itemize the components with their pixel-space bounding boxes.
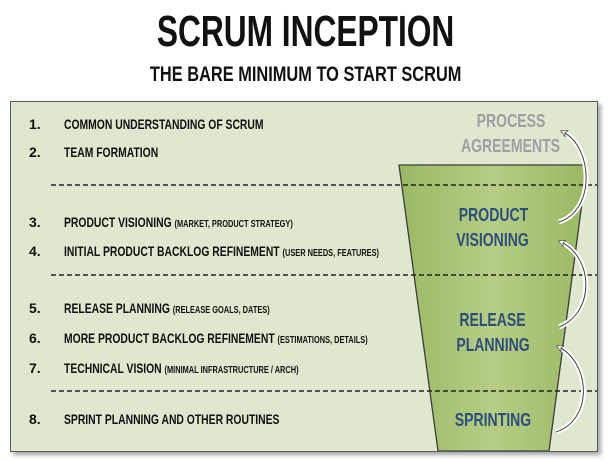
item-note: (RELEASE GOALS, DATES) — [172, 305, 270, 316]
item-number: 3. — [29, 214, 41, 230]
list-item-7: 7. TECHNICAL VISION (MINIMAL INFRASTRUCTU… — [29, 357, 381, 379]
list-item-3: 3. PRODUCT VISIONING (MARKET, PRODUCT STR… — [29, 211, 373, 233]
phase-line: PROCESS — [476, 111, 546, 131]
item-number: 2. — [29, 144, 41, 160]
subtitle-text: THE BARE MINIMUM TO START SCRUM — [150, 63, 462, 86]
item-label: TECHNICAL VISION (MINIMAL INFRASTRUCTURE… — [64, 360, 299, 376]
title-text: SCRUM INCEPTION — [157, 7, 455, 56]
item-label: SPRINT PLANNING AND OTHER ROUTINES — [64, 411, 280, 427]
item-number: 8. — [29, 411, 41, 427]
list-item-5: 5. RELEASE PLANNING (RELEASE GOALS, DATES… — [29, 297, 342, 319]
item-number: 7. — [29, 360, 41, 376]
item-label: INITIAL PRODUCT BACKLOG REFINEMENT (USER… — [64, 243, 380, 259]
phase-line: PRODUCT — [458, 205, 528, 225]
phase-line: VISIONING — [456, 230, 530, 250]
list-item-2: 2. TEAM FORMATION — [29, 141, 191, 163]
list-item-4: 4. INITIAL PRODUCT BACKLOG REFINEMENT (US… — [29, 240, 490, 262]
inception-panel: 1. COMMON UNDERSTANDING OF SCRUM 2. TEAM F… — [10, 101, 598, 452]
phase-line: AGREEMENTS — [461, 136, 561, 156]
phase-process-agreements: PROCESS AGREEMENTS — [441, 109, 581, 159]
item-number: 4. — [29, 243, 41, 259]
phase-product-visioning: PRODUCT VISIONING — [423, 203, 563, 253]
item-note: (MINIMAL INFRASTRUCTURE / ARCH) — [164, 365, 299, 376]
list-item-1: 1. COMMON UNDERSTANDING OF SCRUM — [29, 113, 334, 135]
item-label: RELEASE PLANNING (RELEASE GOALS, DATES) — [64, 300, 270, 316]
phase-line: RELEASE — [459, 310, 527, 330]
item-label: MORE PRODUCT BACKLOG REFINEMENT (ESTIMAT… — [64, 330, 368, 346]
item-label: PRODUCT VISIONING (MARKET, PRODUCT STRAT… — [64, 214, 293, 230]
item-label: COMMON UNDERSTANDING OF SCRUM — [64, 116, 264, 132]
phase-sprinting: SPRINTING — [423, 408, 563, 433]
phase-line: SPRINTING — [454, 410, 532, 430]
list-item-8: 8. SPRINT PLANNING AND OTHER ROUTINES — [29, 408, 355, 430]
item-number: 5. — [29, 300, 41, 316]
funnel-shape — [398, 164, 588, 451]
funnel-diagram — [51, 129, 597, 451]
page-title: SCRUM INCEPTION — [0, 6, 612, 58]
item-label: TEAM FORMATION — [64, 144, 159, 160]
item-note: (MARKET, PRODUCT STRATEGY) — [174, 219, 293, 230]
list-item-6: 6. MORE PRODUCT BACKLOG REFINEMENT (ESTIM… — [29, 327, 474, 349]
item-number: 6. — [29, 330, 41, 346]
phase-release-planning: RELEASE PLANNING — [423, 308, 563, 358]
item-note: (ESTIMATIONS, DETAILS) — [277, 335, 368, 346]
item-note: (USER NEEDS, FEATURES) — [282, 248, 380, 259]
phase-line: PLANNING — [456, 335, 530, 355]
item-number: 1. — [29, 116, 41, 132]
page-subtitle: THE BARE MINIMUM TO START SCRUM — [0, 62, 612, 88]
